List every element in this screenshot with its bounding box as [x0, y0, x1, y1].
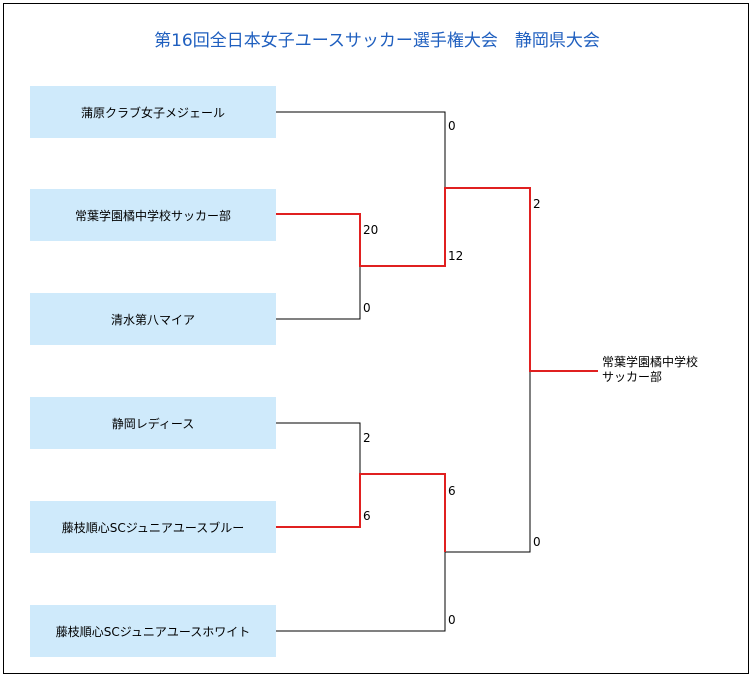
score-r2-bot-b: 6: [363, 509, 371, 523]
score-r1-top-bye: 0: [448, 119, 456, 133]
score-final-bottom: 0: [533, 535, 541, 549]
champion-label: 常葉学園橘中学校 サッカー部: [602, 355, 698, 385]
score-r2-top-b: 0: [363, 301, 371, 315]
team-box-6: 藤枝順心SCジュニアユースホワイト: [30, 605, 276, 657]
score-final-top: 2: [533, 197, 541, 211]
team-box-2: 常葉学園橘中学校サッカー部: [30, 189, 276, 241]
score-r1-bot-bye: 0: [448, 613, 456, 627]
win-line-team2: [276, 187, 598, 372]
line-team6: [276, 552, 446, 632]
line-team1: [276, 111, 446, 188]
team-box-1: 蒲原クラブ女子メジェール: [30, 86, 276, 138]
champion-line-1: 常葉学園橘中学校: [602, 355, 699, 369]
page-title: 第16回全日本女子ユースサッカー選手権大会 静岡県大会: [154, 31, 600, 51]
score-r2-top-a: 20: [363, 223, 379, 237]
win-line-team5: [276, 473, 446, 552]
score-r2-bot-a: 2: [363, 431, 371, 445]
score-r1-bot-winner: 6: [448, 484, 456, 498]
team-box-5: 藤枝順心SCジュニアユースブルー: [30, 501, 276, 553]
line-final-bottom: [445, 371, 531, 553]
line-team4: [276, 422, 361, 474]
score-r1-top-winner: 12: [448, 249, 464, 263]
line-team3: [276, 266, 361, 320]
team-box-3: 清水第八マイア: [30, 293, 276, 345]
champion-line-2: サッカー部: [602, 370, 663, 384]
team-box-4: 静岡レディース: [30, 397, 276, 449]
